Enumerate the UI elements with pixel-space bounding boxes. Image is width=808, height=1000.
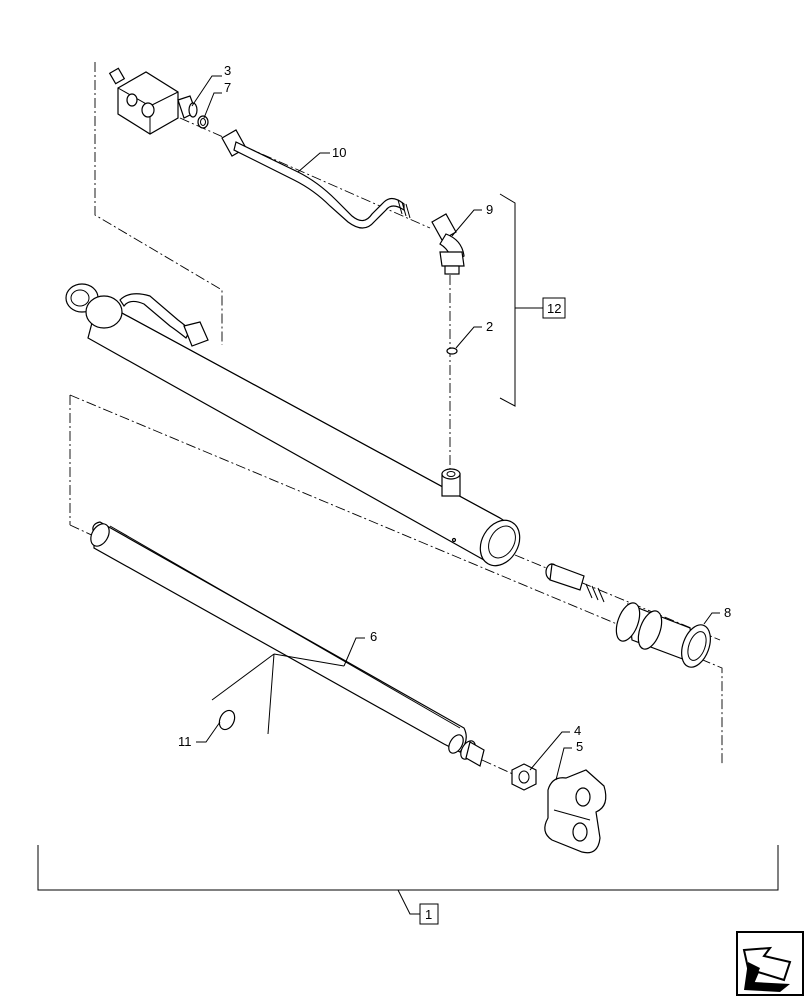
callout-3: 3 bbox=[224, 63, 231, 78]
piston-8 bbox=[615, 602, 711, 668]
barrel-eye bbox=[65, 283, 123, 329]
callout-11: 11 bbox=[178, 734, 192, 749]
elbow-fitting-9 bbox=[431, 213, 465, 275]
centerlines bbox=[69, 62, 723, 776]
boxed-callout-12: 12 bbox=[542, 297, 566, 319]
barrel-pipe bbox=[119, 293, 209, 347]
clevis-5 bbox=[544, 769, 607, 854]
callout-2: 2 bbox=[486, 319, 493, 334]
boxed-callout-1: 1 bbox=[419, 903, 439, 925]
callout-6: 6 bbox=[370, 629, 377, 644]
rod-6 bbox=[90, 521, 485, 767]
barrel-port bbox=[441, 468, 461, 497]
nut-4 bbox=[511, 763, 537, 791]
seal-7 bbox=[197, 115, 209, 129]
cylinder-barrel bbox=[65, 283, 521, 567]
leader-lines bbox=[37, 75, 779, 915]
callout-10: 10 bbox=[332, 145, 346, 160]
callout-4: 4 bbox=[574, 723, 581, 738]
seal-2 bbox=[446, 347, 458, 355]
tube-10 bbox=[221, 129, 411, 229]
callout-9: 9 bbox=[486, 202, 493, 217]
arrow-icon[interactable] bbox=[736, 931, 804, 996]
tube-thread bbox=[397, 199, 411, 219]
fitting-3 bbox=[177, 95, 198, 119]
callout-labels: 3 7 10 9 2 6 8 4 5 11 bbox=[178, 63, 731, 754]
callout-5: 5 bbox=[576, 739, 583, 754]
bolt-thread bbox=[585, 583, 605, 603]
callout-12: 12 bbox=[547, 301, 561, 316]
rod-end bbox=[448, 734, 485, 767]
valve-block bbox=[108, 67, 179, 135]
o-ring-11 bbox=[218, 709, 236, 731]
bolt bbox=[545, 563, 605, 603]
callout-8: 8 bbox=[724, 605, 731, 620]
callout-1: 1 bbox=[425, 907, 432, 922]
callout-7: 7 bbox=[224, 80, 231, 95]
